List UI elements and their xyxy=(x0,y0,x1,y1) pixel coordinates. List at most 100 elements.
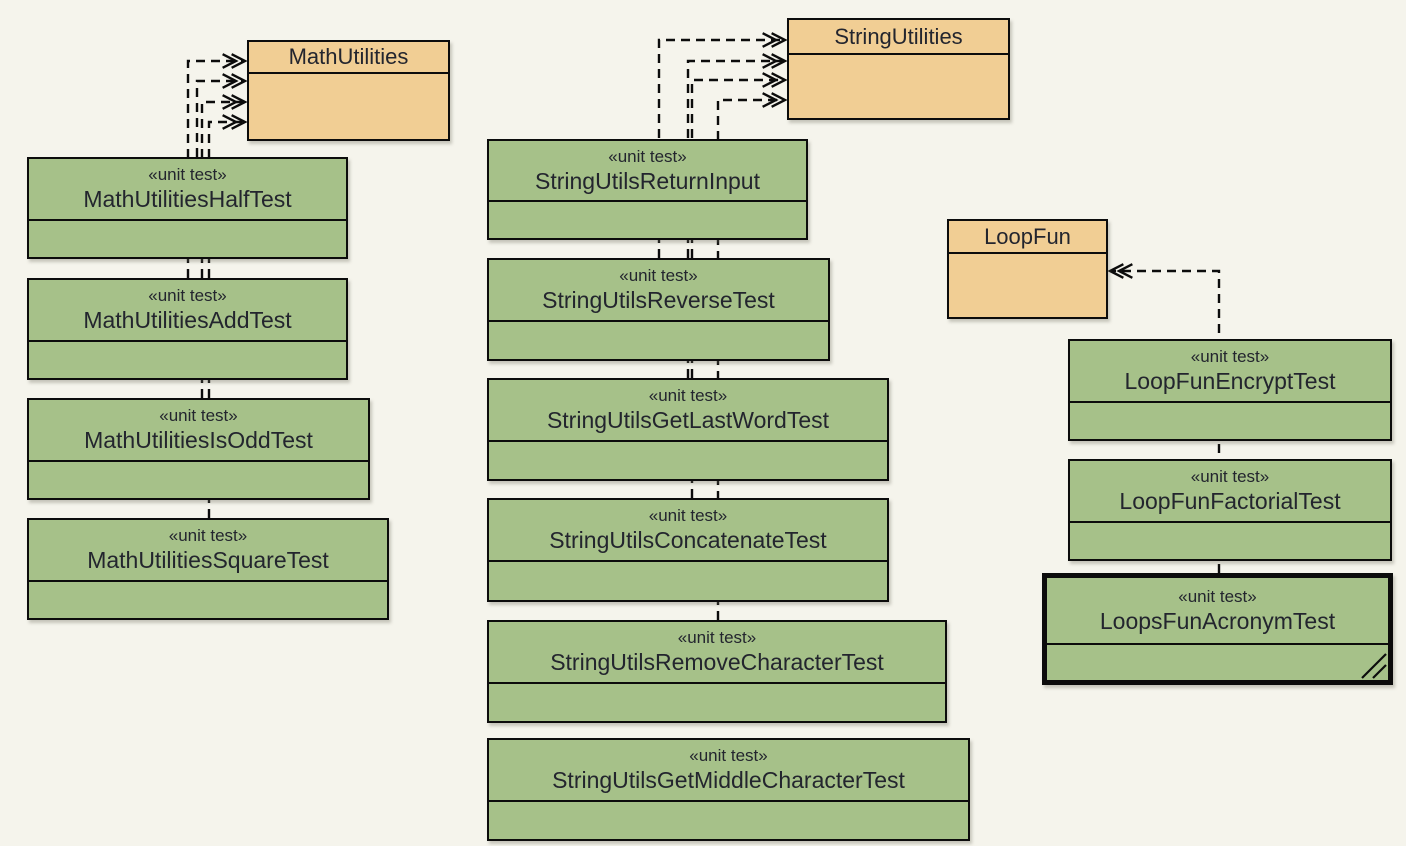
dependency-edge-MathUtilitiesSquareTest-to-MathUtilities[interactable] xyxy=(207,120,245,518)
name-compartment: «unit test» MathUtilitiesSquareTest xyxy=(29,520,387,582)
test-node-LoopFunFactorialTest[interactable]: «unit test» LoopFunFactorialTest xyxy=(1068,459,1392,561)
test-node-StringUtilsReverseTest[interactable]: «unit test» StringUtilsReverseTest xyxy=(487,258,830,361)
test-node-LoopFunEncryptTest[interactable]: «unit test» LoopFunEncryptTest xyxy=(1068,339,1392,441)
dependency-edge-StringUtilsReverseTest-to-StringUtilities[interactable] xyxy=(657,38,785,258)
test-node-MathUtilitiesSquareTest[interactable]: «unit test» MathUtilitiesSquareTest xyxy=(27,518,389,620)
open-arrowhead-icon xyxy=(762,92,779,108)
name-compartment: «unit test» StringUtilsConcatenateTest xyxy=(489,500,887,562)
test-class-name: MathUtilitiesSquareTest xyxy=(87,547,329,573)
class-name: LoopFun xyxy=(984,223,1071,249)
empty-compartment xyxy=(29,462,368,498)
empty-compartment xyxy=(489,442,887,479)
empty-compartment xyxy=(489,202,806,238)
test-node-StringUtilsRemoveCharacterTest[interactable]: «unit test» StringUtilsRemoveCharacterTes… xyxy=(487,620,947,723)
stereotype-label: «unit test» xyxy=(168,526,248,545)
test-class-name: StringUtilsRemoveCharacterTest xyxy=(550,649,884,675)
test-node-StringUtilsConcatenateTest[interactable]: «unit test» StringUtilsConcatenateTest xyxy=(487,498,889,602)
stereotype-label: «unit test» xyxy=(608,146,687,166)
test-class-name: LoopFunFactorialTest xyxy=(1119,488,1341,514)
open-arrowhead-icon xyxy=(222,53,239,69)
empty-compartment xyxy=(29,342,346,378)
stereotype-label: «unit test» xyxy=(648,386,728,405)
dependency-edge-MathUtilitiesAddTest-to-MathUtilities[interactable] xyxy=(186,59,245,278)
stereotype-label: «unit test» xyxy=(148,165,227,184)
name-compartment: «unit test» StringUtilsRemoveCharacterTes… xyxy=(489,622,945,684)
empty-compartment xyxy=(489,684,945,721)
test-node-StringUtilsGetLastWordTest[interactable]: «unit test» StringUtilsGetLastWordTest xyxy=(487,378,889,481)
test-class-name: StringUtilsReverseTest xyxy=(542,287,775,313)
name-compartment: LoopFun xyxy=(949,221,1106,254)
name-compartment: «unit test» MathUtilitiesIsOddTest xyxy=(29,400,368,462)
stereotype-label: «unit test» xyxy=(648,506,728,525)
name-compartment: «unit test» MathUtilitiesHalfTest xyxy=(29,159,346,221)
empty-compartment xyxy=(249,74,448,139)
test-class-name: MathUtilitiesAddTest xyxy=(83,307,292,333)
class-name: StringUtilities xyxy=(834,23,963,49)
class-node-StringUtilities[interactable]: StringUtilities xyxy=(787,18,1010,120)
class-name: MathUtilities xyxy=(288,44,409,69)
test-class-name: StringUtilsReturnInput xyxy=(535,167,760,194)
open-arrowhead-icon xyxy=(771,92,788,108)
name-compartment: «unit test» LoopFunFactorialTest xyxy=(1070,461,1390,523)
name-compartment: MathUtilities xyxy=(249,42,448,74)
class-node-MathUtilities[interactable]: MathUtilities xyxy=(247,40,450,141)
open-arrowhead-icon xyxy=(1107,263,1124,279)
empty-compartment xyxy=(489,322,828,359)
test-class-name: MathUtilitiesHalfTest xyxy=(83,186,292,212)
name-compartment: «unit test»LoopsFunAcronymTest xyxy=(1047,578,1388,645)
test-class-name: StringUtilsConcatenateTest xyxy=(549,527,827,553)
name-compartment: «unit test» StringUtilsGetLastWordTest xyxy=(489,380,887,442)
stereotype-label: «unit test» xyxy=(1190,347,1270,366)
test-node-MathUtilitiesIsOddTest[interactable]: «unit test» MathUtilitiesIsOddTest xyxy=(27,398,370,500)
name-compartment: «unit test» LoopFunEncryptTest xyxy=(1070,341,1390,403)
test-class-name: LoopFunEncryptTest xyxy=(1124,368,1336,394)
open-arrowhead-icon xyxy=(222,94,239,110)
open-arrowhead-icon xyxy=(231,94,248,110)
name-compartment: «unit test» StringUtilsGetMiddleCharacter… xyxy=(489,740,968,802)
open-arrowhead-icon xyxy=(771,72,788,88)
stereotype-label: «unit test» xyxy=(148,286,227,305)
test-class-name: StringUtilsGetLastWordTest xyxy=(546,407,830,433)
test-node-StringUtilsReturnInput[interactable]: «unit test»StringUtilsReturnInput xyxy=(487,139,808,240)
open-arrowhead-icon xyxy=(231,73,248,89)
open-arrowhead-icon xyxy=(231,114,248,130)
stereotype-label: «unit test» xyxy=(619,266,698,285)
dependency-edge-MathUtilitiesHalfTest-to-MathUtilities[interactable] xyxy=(195,79,245,157)
name-compartment: «unit test»StringUtilsReturnInput xyxy=(489,141,806,202)
name-compartment: «unit test» MathUtilitiesAddTest xyxy=(29,280,346,342)
dependency-edge-LoopFunTests-to-LoopFun[interactable] xyxy=(1110,269,1221,573)
test-class-name: LoopsFunAcronymTest xyxy=(1099,607,1336,634)
test-node-StringUtilsGetMiddleCharacterTest[interactable]: «unit test» StringUtilsGetMiddleCharacter… xyxy=(487,738,970,841)
open-arrowhead-icon xyxy=(762,72,779,88)
class-node-LoopFun[interactable]: LoopFun xyxy=(947,219,1108,319)
stereotype-label: «unit test» xyxy=(689,746,768,765)
test-node-MathUtilitiesAddTest[interactable]: «unit test» MathUtilitiesAddTest xyxy=(27,278,348,380)
stereotype-label: «unit test» xyxy=(677,628,757,647)
empty-compartment xyxy=(489,802,968,839)
stereotype-label: «unit test» xyxy=(1190,467,1270,486)
open-arrowhead-icon xyxy=(762,32,779,48)
stereotype-label: «unit test» xyxy=(159,406,238,425)
resize-handle[interactable] xyxy=(1361,653,1387,679)
open-arrowhead-icon xyxy=(231,53,248,69)
open-arrowhead-icon xyxy=(762,53,779,69)
open-arrowhead-icon xyxy=(222,114,239,130)
name-compartment: StringUtilities xyxy=(789,20,1008,55)
open-arrowhead-icon xyxy=(222,73,239,89)
empty-compartment xyxy=(789,55,1008,118)
open-arrowhead-icon xyxy=(771,32,788,48)
test-class-name: MathUtilitiesIsOddTest xyxy=(84,427,313,453)
empty-compartment xyxy=(1047,645,1388,680)
test-node-LoopsFunAcronymTest[interactable]: «unit test»LoopsFunAcronymTest xyxy=(1042,573,1393,685)
empty-compartment xyxy=(29,582,387,618)
empty-compartment xyxy=(949,254,1106,317)
open-arrowhead-icon xyxy=(771,53,788,69)
empty-compartment xyxy=(1070,403,1390,439)
test-class-name: StringUtilsGetMiddleCharacterTest xyxy=(552,767,905,793)
test-node-MathUtilitiesHalfTest[interactable]: «unit test» MathUtilitiesHalfTest xyxy=(27,157,348,259)
name-compartment: «unit test» StringUtilsReverseTest xyxy=(489,260,828,322)
stereotype-label: «unit test» xyxy=(1178,586,1257,606)
empty-compartment xyxy=(1070,523,1390,559)
open-arrowhead-icon xyxy=(1116,263,1133,279)
